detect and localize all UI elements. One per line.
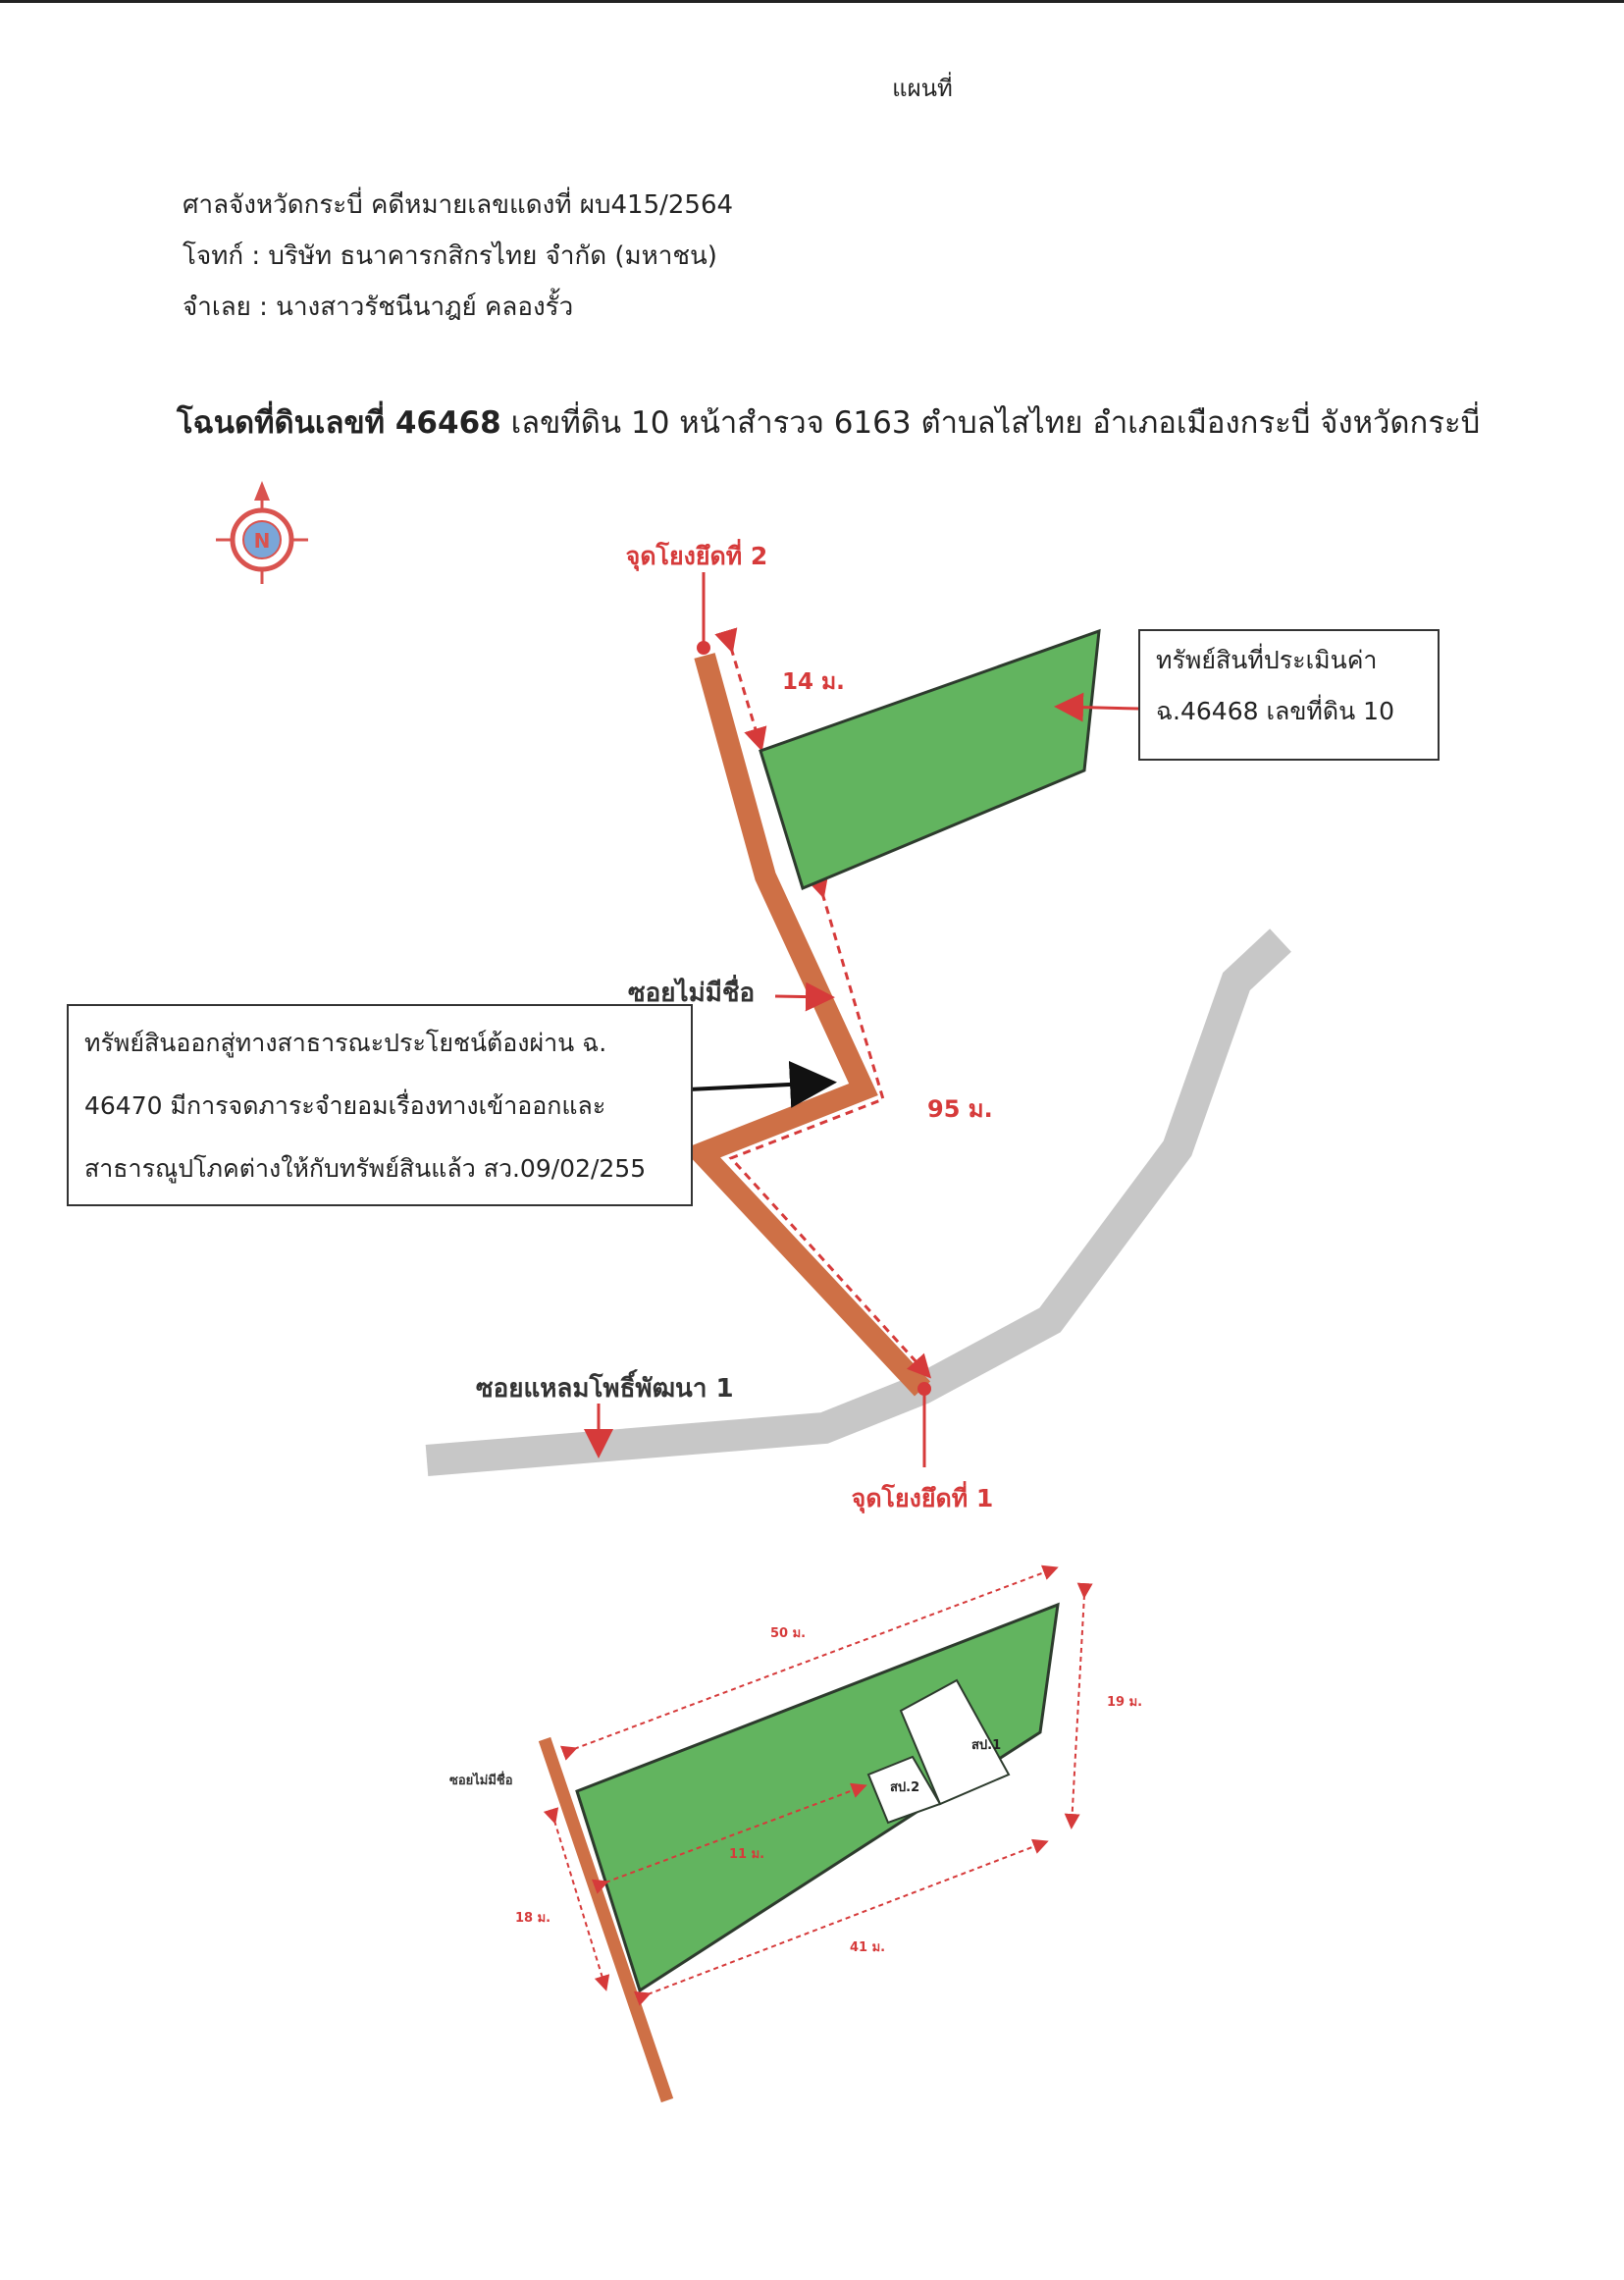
unnamed-soi-label: ซอยไม่มีชื่อ bbox=[628, 974, 755, 1008]
asset-box-line-2: ฉ.46468 เลขที่ดิน 10 bbox=[1156, 697, 1394, 725]
plaintiff-line: โจทก์ : บริษัท ธนาคารกสิกรไทย จำกัด (มหา… bbox=[183, 241, 717, 271]
access-note-line-3: สาธารณูปโภคต่างให้กับทรัพย์สินแล้ว สว.09… bbox=[84, 1154, 647, 1183]
tie-point-2-label: จุดโยงยึดที่ 2 bbox=[626, 539, 768, 572]
main-street bbox=[425, 928, 1291, 1476]
tie-point-2-marker bbox=[697, 641, 710, 655]
asset-box-line-1: ทรัพย์สินที่ประเมินค่า bbox=[1156, 646, 1378, 674]
north-letter: N bbox=[254, 529, 271, 553]
land-parcel bbox=[759, 628, 1101, 891]
plot-dist-50-label: 50 ม. bbox=[770, 1626, 806, 1641]
tie-point-1-label: จุดโยงยึดที่ 1 bbox=[852, 1481, 994, 1514]
access-note-box: ทรัพย์สินออกสู่ทางสาธารณะประโยชน์ต้องผ่า… bbox=[67, 1004, 693, 1206]
access-note-line-1: ทรัพย์สินออกสู่ทางสาธารณะประโยชน์ต้องผ่า… bbox=[84, 1029, 607, 1057]
deed-detail: เลขที่ดิน 10 หน้าสำรวจ 6163 ตำบลไสไทย อำ… bbox=[500, 405, 1481, 441]
plot-dist-41-label: 41 ม. bbox=[850, 1940, 885, 1955]
plot-dist-19-label: 19 ม. bbox=[1107, 1695, 1142, 1710]
building-1-label: สป.1 bbox=[971, 1738, 1001, 1753]
main-soi-label: ซอยแหลมโพธิ์พัฒนา 1 bbox=[476, 1368, 734, 1404]
access-note-line-2: 46470 มีการจดภาระจำยอมเรื่องทางเข้าออกแล… bbox=[84, 1091, 606, 1120]
plot-parcel bbox=[575, 1602, 1060, 1993]
plot-dist-11-label: 11 ม. bbox=[729, 1847, 764, 1862]
asset-info-box: ทรัพย์สินที่ประเมินค่า ฉ.46468 เลขที่ดิน… bbox=[1138, 629, 1440, 761]
distance-14-label: 14 ม. bbox=[782, 669, 845, 695]
plot-dist-18-label: 18 ม. bbox=[515, 1911, 550, 1926]
title-deed-line: โฉนดที่ดินเลขที่ 46468 เลขที่ดิน 10 หน้า… bbox=[177, 398, 1480, 447]
tie-point-1-marker bbox=[917, 1382, 931, 1396]
distance-95-label: 95 ม. bbox=[927, 1095, 993, 1123]
deed-number: โฉนดที่ดินเลขที่ 46468 bbox=[177, 405, 501, 441]
court-case-line: ศาลจังหวัดกระบี่ คดีหมายเลขแดงที่ ผบ415/… bbox=[183, 190, 734, 220]
defendant-line: จำเลย : นางสาวรัชนีนาฎย์ คลองรั้ว bbox=[183, 292, 574, 322]
scan-top-border bbox=[0, 0, 1624, 3]
page-title: แผนที่ bbox=[892, 75, 953, 102]
building-2-label: สป.2 bbox=[890, 1780, 919, 1795]
plot-unnamed-soi-label: ซอยไม่มีชื่อ bbox=[449, 1771, 513, 1788]
north-compass-icon: N bbox=[216, 481, 308, 584]
building-2 bbox=[866, 1755, 942, 1825]
